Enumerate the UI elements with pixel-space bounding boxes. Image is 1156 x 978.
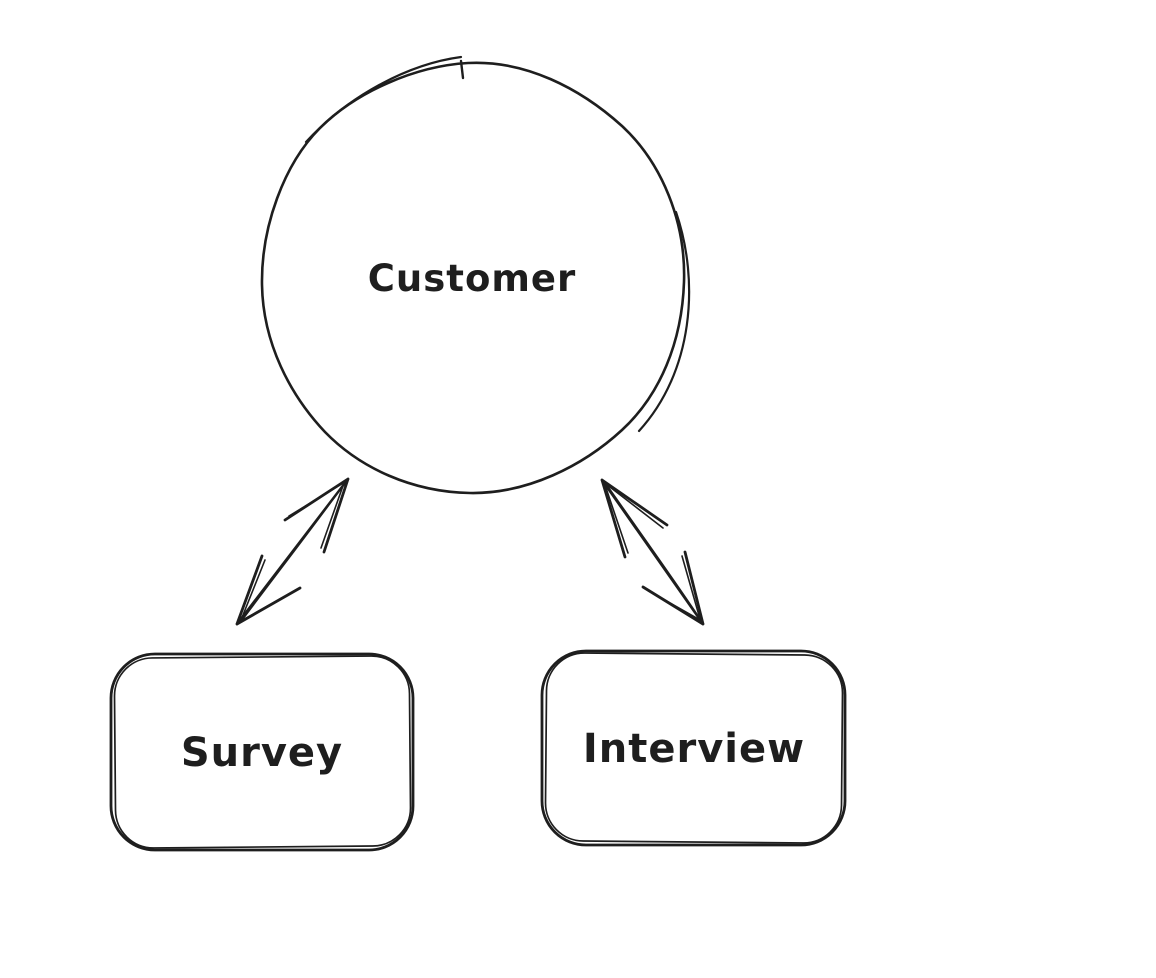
edge-customer-survey[interactable]: [235, 477, 350, 626]
node-customer[interactable]: Customer: [260, 55, 691, 495]
arrowhead-top-overstroke: [604, 483, 664, 554]
customer-label[interactable]: Customer: [368, 257, 577, 300]
interview-rect-shape[interactable]: [540, 649, 847, 847]
arrowhead-bottom-overstroke: [646, 555, 701, 621]
interview-label[interactable]: Interview: [583, 726, 805, 772]
customer-ellipse-overstroke-top: [304, 55, 463, 144]
survey-rect-shape[interactable]: [109, 652, 415, 852]
edge-shaft-overstroke: [605, 483, 701, 620]
edge-customer-interview[interactable]: [600, 478, 705, 626]
customer-ellipse-pen-tick: [459, 59, 465, 80]
arrowhead-top-overstroke: [288, 481, 346, 549]
survey-label[interactable]: Survey: [181, 730, 343, 776]
customer-ellipse-shape[interactable]: [260, 61, 686, 495]
node-interview[interactable]: Interview: [540, 649, 847, 847]
arrowhead-top: [600, 478, 669, 559]
arrowhead-bottom-overstroke: [240, 559, 297, 622]
edge-shaft-overstroke: [241, 482, 346, 621]
survey-rect-overstroke: [113, 655, 412, 849]
node-survey[interactable]: Survey: [109, 652, 415, 852]
interview-rect-overstroke: [544, 652, 844, 844]
customer-ellipse-overstroke-right: [637, 210, 691, 433]
